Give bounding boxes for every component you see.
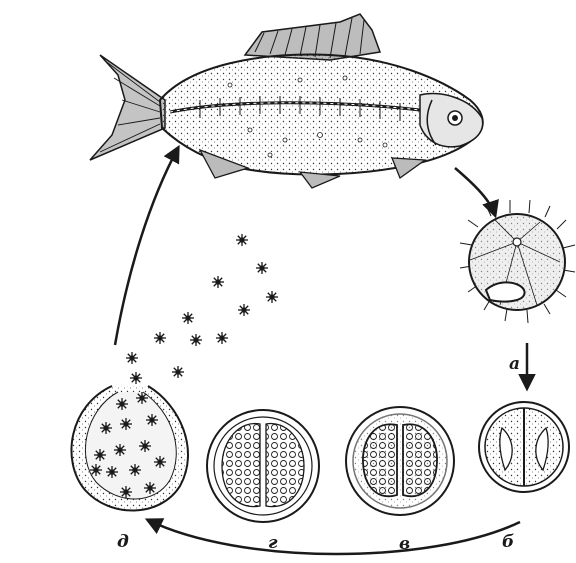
stage-label-d: д — [117, 532, 129, 552]
tomite-icon — [106, 466, 118, 478]
two-cell-cyst-icon — [479, 402, 569, 492]
tomite-icon — [100, 422, 112, 434]
stage-label-g: г — [268, 533, 278, 553]
tomite-icon — [182, 312, 194, 324]
multicell-cyst-icon — [207, 410, 319, 522]
theront-cell-icon — [460, 200, 575, 323]
tomite-icon — [154, 332, 166, 344]
tomite-icon — [236, 234, 248, 246]
tomite-icon — [120, 486, 132, 498]
stage-label-a: а — [509, 354, 520, 374]
tomite-icon — [126, 352, 138, 364]
tomite-icon — [172, 366, 184, 378]
stage-label-b: б — [502, 532, 514, 552]
tomite-icon — [266, 291, 278, 303]
tomite-icon — [114, 444, 126, 456]
tomite-icon — [130, 372, 142, 384]
stage-label-v: в — [399, 534, 410, 554]
tomite-icon — [190, 334, 202, 346]
tomite-icon — [116, 398, 128, 410]
tomite-icon — [129, 464, 141, 476]
tomite-icon — [154, 456, 166, 468]
arrow-d-to-fish — [115, 148, 178, 345]
tomite-icon — [146, 414, 158, 426]
tomite-icon — [144, 482, 156, 494]
tomite-icon — [136, 392, 148, 404]
tomite-icon — [120, 418, 132, 430]
tomite-icon — [238, 304, 250, 316]
tomite-icon — [256, 262, 268, 274]
arrow-b-to-d — [148, 520, 520, 554]
tomite-icon — [139, 440, 151, 452]
arrow-fish-to-a — [455, 168, 495, 215]
tomite-icon — [212, 276, 224, 288]
dividing-cyst-icon — [346, 407, 454, 515]
tomite-icon — [90, 464, 102, 476]
tomite-icon — [216, 332, 228, 344]
carp-fish-icon — [90, 14, 483, 188]
tomite-icon — [94, 449, 106, 461]
